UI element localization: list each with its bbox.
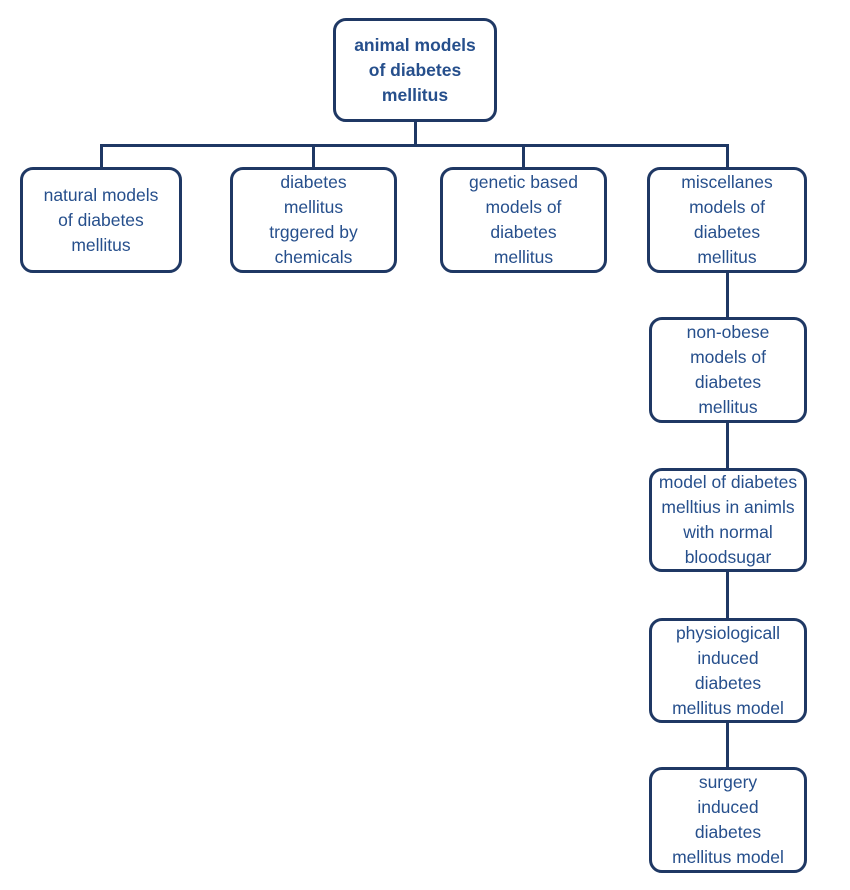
connector-stub-natural <box>100 144 103 168</box>
node-surgery-induced: surgery induced diabetes mellitus model <box>649 767 807 873</box>
connector-stub-genetic <box>522 144 525 168</box>
node-genetic-based: genetic based models of diabetes mellitu… <box>440 167 607 273</box>
node-animal-models-root: animal models of diabetes mellitus <box>333 18 497 122</box>
connector-root-down <box>414 121 417 147</box>
connector-main-horizontal <box>100 144 729 147</box>
node-non-obese-models: non-obese models of diabetes mellitus <box>649 317 807 423</box>
node-chemical-triggered: diabetes mellitus trggered by chemicals <box>230 167 397 273</box>
node-natural-models: natural models of diabetes mellitus <box>20 167 182 273</box>
connector-stub-miscellaneous <box>726 144 729 168</box>
connector-nonobese-to-bloodsugar <box>726 422 729 469</box>
node-physiological-induced: physiologicall induced diabetes mellitus… <box>649 618 807 723</box>
connector-misc-to-nonobese <box>726 272 729 318</box>
node-miscellaneous-models: miscellanes models of diabetes mellitus <box>647 167 807 273</box>
connector-bloodsugar-to-physiological <box>726 571 729 619</box>
connector-physiological-to-surgery <box>726 722 729 768</box>
connector-stub-chemical <box>312 144 315 168</box>
node-normal-bloodsugar: model of diabetes melltius in animls wit… <box>649 468 807 572</box>
